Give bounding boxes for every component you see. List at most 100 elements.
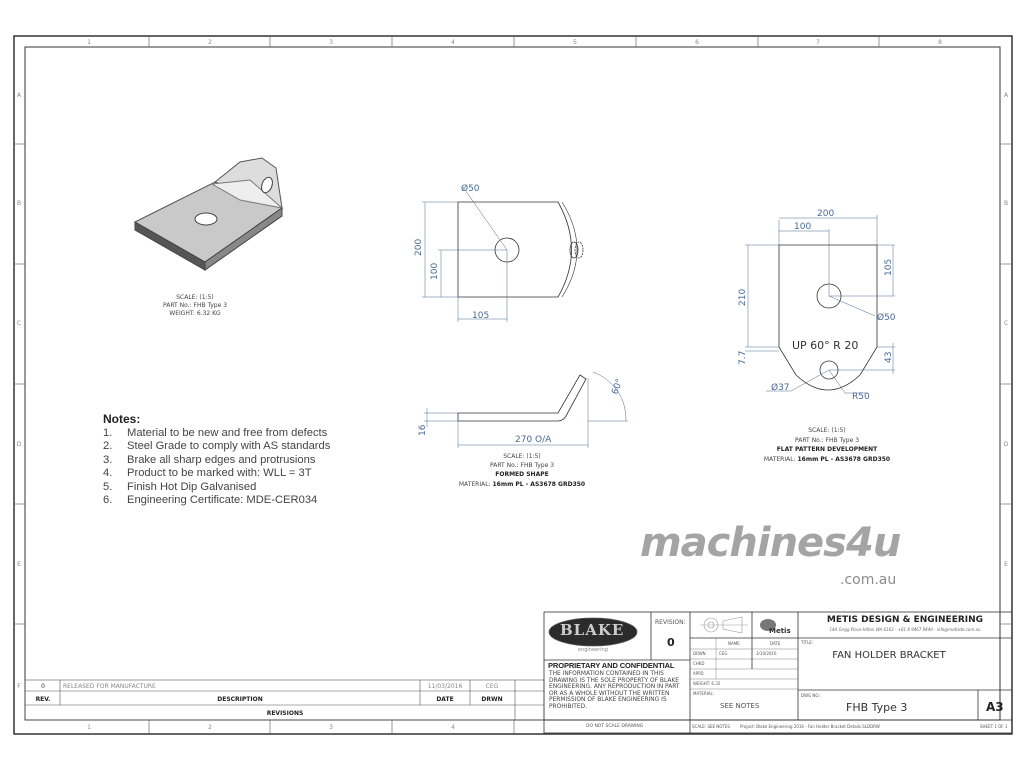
proprietary-text: THE INFORMATION CONTAINED IN THIS DRAWIN… — [549, 671, 680, 710]
row-label: E — [1004, 561, 1008, 568]
column-label: 1 — [87, 39, 91, 46]
flat-material-label: MATERIAL: — [764, 456, 798, 463]
blake-logo: BLAKE — [560, 621, 625, 639]
drawn-date: 3/10/2016 — [756, 651, 777, 656]
approved-label: APPD — [693, 671, 704, 676]
material-value: SEE NOTES — [720, 702, 760, 710]
title-label: TITLE: — [801, 640, 814, 645]
dim-width: 200 — [817, 209, 834, 219]
notes-block: Notes: 1. Material to be new and free fro… — [103, 412, 330, 508]
column-label: 3 — [329, 39, 333, 46]
dim-half: 100 — [430, 263, 440, 280]
revision-value: 0 — [667, 636, 675, 649]
row-label: D — [17, 441, 22, 448]
column-label: 4 — [451, 39, 455, 46]
row-label: F — [17, 683, 21, 690]
rev-drawn: CEG — [486, 683, 499, 690]
revision-label: REVISION: — [655, 619, 686, 626]
description-header: DESCRIPTION — [217, 696, 263, 703]
note-item: 1. Material to be new and free from defec… — [103, 427, 330, 441]
column-label: 7 — [816, 39, 820, 46]
bend-note: UP 60° R 20 — [792, 339, 858, 352]
top-view: Ø50 200 100 105 — [414, 183, 584, 322]
frame-ticks — [14, 36, 1012, 734]
note-number: 3. — [103, 453, 113, 466]
drawing-title: FAN HOLDER BRACKET — [832, 650, 946, 661]
rev-description: RELEASED FOR MANUFACTURE — [63, 683, 156, 690]
iso-part: PART No.: FHB Type 3 — [163, 302, 227, 309]
row-label: E — [17, 561, 21, 568]
drawn-name: CEG — [719, 651, 728, 656]
note-text: Finish Hot Dip Galvanised — [127, 480, 257, 493]
dim-lower: 43 — [884, 352, 894, 363]
dim-length: 270 O/A — [515, 435, 552, 445]
note-number: 5. — [103, 480, 113, 493]
row-label: B — [17, 200, 21, 207]
formed-view: 16 270 O/A 60° SCALE: (1:5) PART No.: FH… — [418, 371, 628, 488]
scale-note: SCALE: SEE NOTES — [692, 724, 730, 729]
isometric-view: SCALE: (1:5) PART No.: FHB Type 3 WEIGHT… — [133, 157, 284, 317]
dim-height: 200 — [414, 239, 424, 256]
dim-height: 210 — [738, 289, 748, 306]
note-number: 6. — [103, 494, 113, 506]
note-item: 4.Product to be marked with: WLL = 3T — [103, 467, 330, 481]
dim-thickness: 16 — [418, 424, 428, 436]
note-text: Steel Grade to comply with AS standards — [127, 440, 331, 452]
flat-scale: SCALE: (1:5) — [808, 427, 846, 434]
row-label: B — [1004, 200, 1008, 207]
rev-number: 0 — [41, 683, 45, 690]
column-label: 1 — [87, 724, 91, 731]
column-label: 6 — [695, 39, 699, 46]
drwn-header: DRWN — [481, 696, 502, 703]
checked-label: CHKD — [693, 661, 705, 666]
revisions-table: 0 RELEASED FOR MANUFACTURE 11/03/2016 CE… — [24, 679, 545, 721]
dim-small-hole: Ø37 — [771, 382, 790, 393]
blake-logo-subtitle: engineering — [578, 647, 608, 653]
dwg-number: FHB Type 3 — [846, 701, 908, 714]
flat-part: PART No.: FHB Type 3 — [795, 437, 859, 444]
do-not-scale: DO NOT SCALE DRAWING — [586, 724, 644, 729]
formed-material-label: MATERIAL: — [459, 481, 493, 488]
outer-frame — [13, 35, 1013, 735]
formed-part: PART No.: FHB Type 3 — [490, 462, 554, 469]
rev-header: REV. — [36, 696, 51, 703]
iso-weight: WEIGHT: 6.32 KG — [169, 310, 221, 317]
dim-angle: 60° — [610, 378, 625, 396]
proprietary-heading: PROPRIETARY AND CONFIDENTIAL — [548, 661, 675, 670]
sheet-number: SHEET 1 OF 1 — [980, 724, 1008, 729]
notes-heading: Notes: — [103, 412, 141, 426]
metis-logo-icon — [760, 619, 776, 631]
dim-offset: 105 — [472, 311, 489, 321]
note-text: Material to be new and free from defects — [127, 426, 328, 439]
weight-value: WEIGHT: 6.32 — [693, 681, 721, 686]
row-label: C — [17, 320, 21, 327]
dim-top-offset: 105 — [884, 259, 894, 276]
note-number: 4. — [103, 467, 113, 479]
note-number: 1. — [103, 426, 113, 439]
company-name: METIS DESIGN & ENGINEERING — [826, 615, 984, 625]
formed-material-value: 16mm PL - AS3678 GRD350 — [492, 481, 585, 488]
formed-title: FORMED SHAPE — [495, 471, 548, 478]
note-item: 3.Brake all sharp edges and protrusions — [103, 454, 330, 468]
column-label: 4 — [451, 724, 455, 731]
column-label: 5 — [573, 39, 577, 46]
date-label: DATE — [770, 641, 781, 646]
dim-hole: Ø50 — [877, 312, 896, 323]
column-label: 2 — [208, 39, 212, 46]
dim-radius: R50 — [852, 392, 870, 402]
watermark-brand: machines4u — [640, 520, 901, 566]
dim-small: 7.7 — [738, 351, 748, 365]
title-block — [543, 611, 1013, 734]
sheet-size: A3 — [986, 700, 1004, 714]
note-item: 2.Steel Grade to comply with AS standard… — [103, 440, 330, 454]
column-label: 2 — [208, 724, 212, 731]
date-header: DATE — [436, 696, 453, 703]
row-label: A — [1004, 92, 1009, 99]
flat-title: FLAT PATTERN DEVELOPMENT — [777, 446, 878, 453]
formed-material: MATERIAL: 16mm PL - AS3678 GRD350 — [459, 481, 585, 488]
flat-pattern-view: 200 100 210 105 Ø50 UP 60° R 20 7.7 43 Ø… — [738, 209, 896, 463]
column-label: 3 — [329, 724, 333, 731]
projection-symbol-icon — [700, 616, 748, 634]
material-label: MATERIAL: — [693, 691, 715, 696]
